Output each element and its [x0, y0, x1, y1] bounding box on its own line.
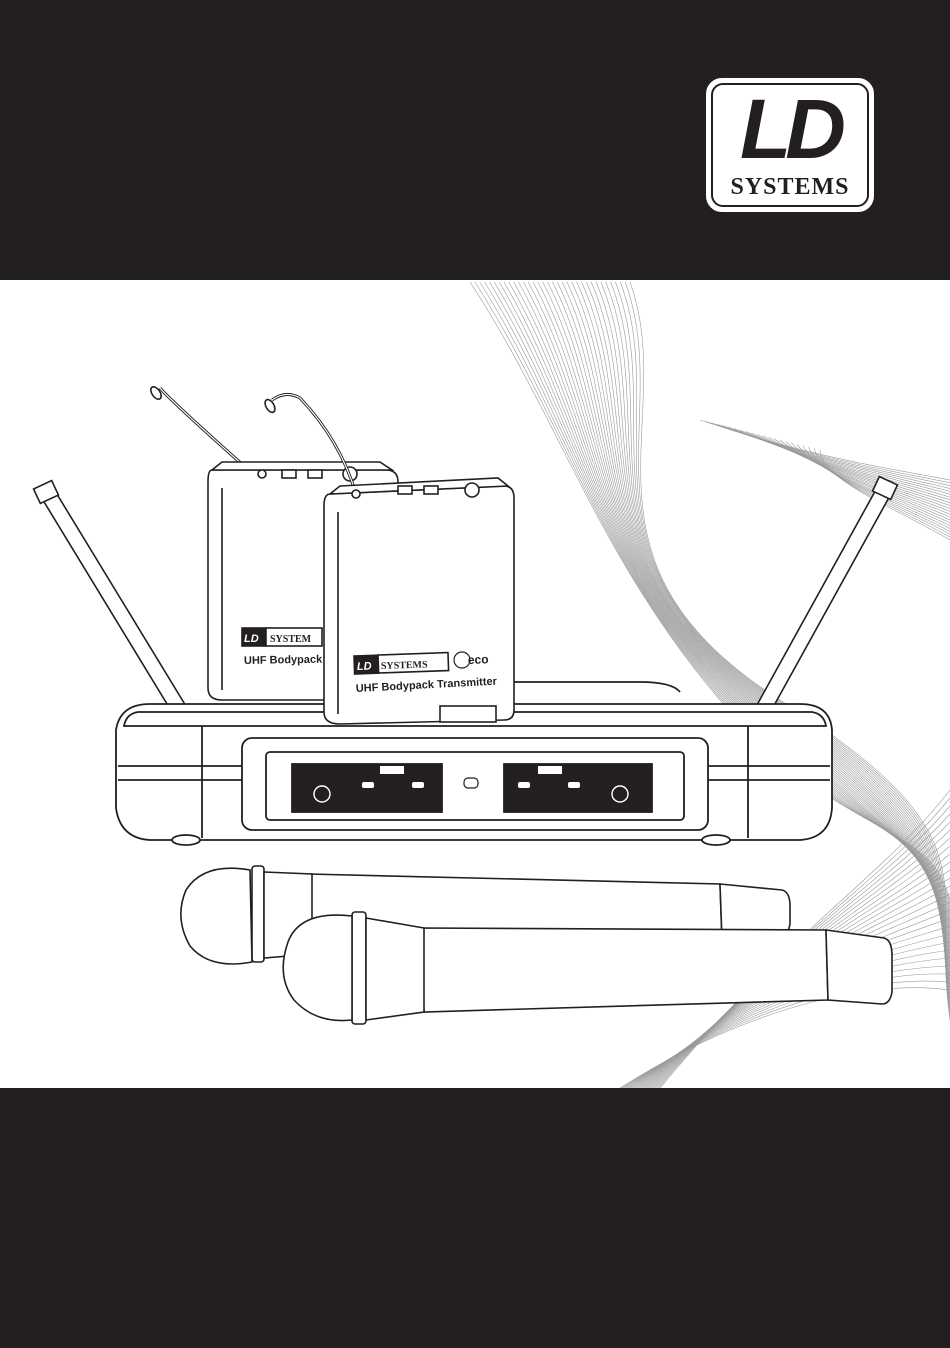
wave-line: [706, 421, 950, 482]
wave-line: [562, 282, 950, 969]
logo-ld-text: LD: [713, 87, 867, 171]
wave-line: [734, 429, 950, 498]
wave-line: [567, 282, 950, 973]
wave-line: [548, 282, 950, 958]
wave-line: [572, 282, 950, 976]
eco-logo: eco: [468, 652, 489, 667]
back-pack-label: UHF Bodypack: [244, 654, 323, 667]
bottom-black-band: [0, 1088, 950, 1348]
ld-systems-logo: LD SYSTEMS: [706, 78, 874, 212]
wave-line: [543, 282, 950, 955]
wave-line: [557, 282, 950, 965]
left-antenna: [34, 481, 195, 723]
wave-line: [769, 437, 950, 514]
back-pack-systems-text: SYSTEM: [270, 634, 312, 645]
wave-line: [538, 282, 950, 951]
wave-line: [528, 282, 950, 944]
front-pack-ld-text: LD: [357, 660, 372, 673]
wave-line: [700, 420, 950, 480]
front-pack-systems-text: SYSTEMS: [381, 659, 428, 672]
right-antenna: [751, 477, 897, 721]
wave-line: [717, 424, 950, 488]
wave-line: [577, 282, 950, 980]
wave-line: [533, 282, 950, 947]
logo-systems-text: SYSTEMS: [713, 173, 867, 201]
handheld-microphone-front: [283, 912, 892, 1024]
wave-line: [729, 427, 950, 494]
product-illustration: LD SYSTEM UHF Bodypack LD SYSTEMS eco UH…: [0, 280, 950, 1088]
back-pack-ld-text: LD: [244, 633, 259, 645]
